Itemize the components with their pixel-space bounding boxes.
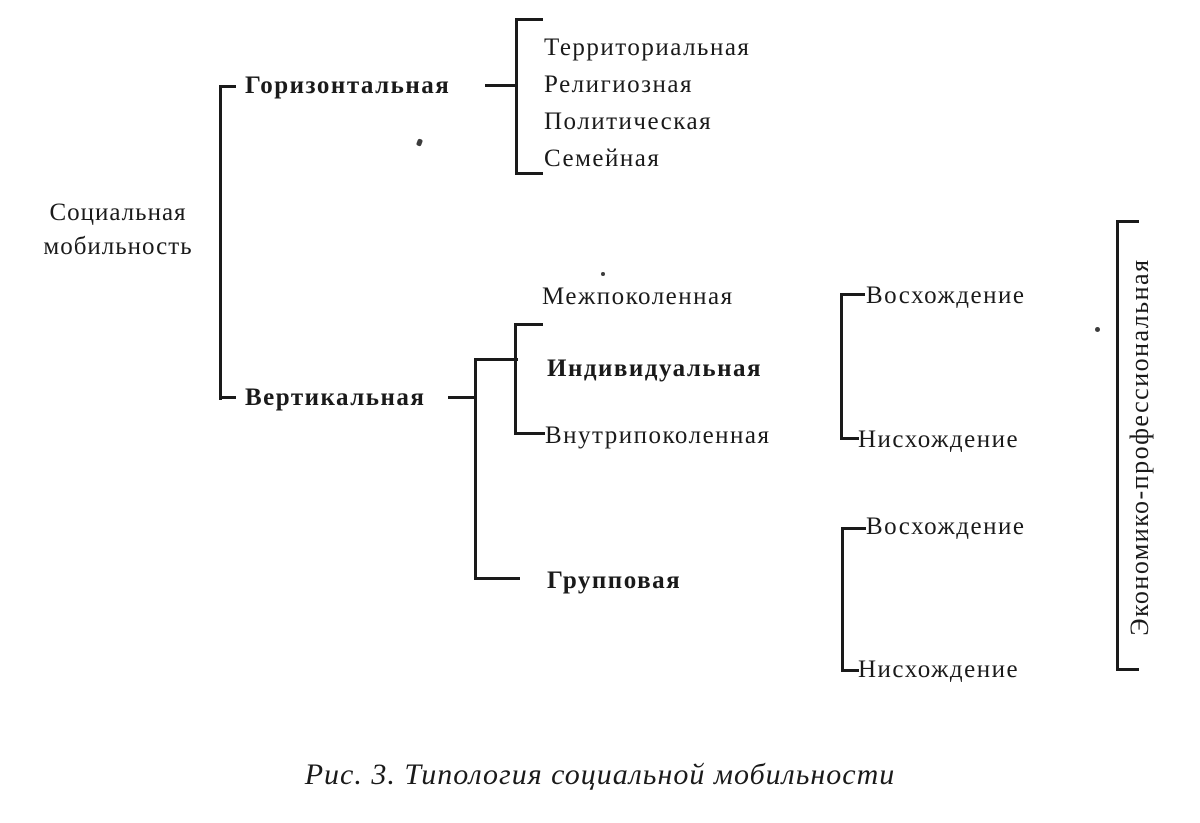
- scan-speck: [415, 138, 424, 147]
- node-individual-descent: Нисхождение: [858, 426, 1020, 453]
- node-vertical: Вертикальная: [245, 384, 426, 411]
- node-economic-professional: Экономико-профессиональная: [1125, 258, 1154, 636]
- node-social-mobility: Социальная мобильность: [22, 196, 214, 264]
- node-group: Групповая: [547, 567, 682, 594]
- individual-outcome-bracket-arm-top: [840, 293, 865, 296]
- economic-professional-bracket-vertical: [1116, 220, 1119, 671]
- vertical-outer-bracket-arm-bottom: [474, 577, 520, 580]
- vertical-outer-bracket-vertical: [474, 358, 477, 580]
- node-group-descent: Нисхождение: [858, 656, 1020, 683]
- node-territorial: Территориальная: [544, 34, 751, 61]
- vertical-outer-bracket-arm-top: [474, 358, 518, 361]
- economic-professional-bracket-arm-top: [1116, 220, 1139, 223]
- left-bracket-arm-top: [219, 85, 236, 88]
- node-horizontal: Горизонтальная: [245, 72, 451, 99]
- group-outcome-bracket-vertical: [841, 527, 844, 672]
- node-individual-ascent: Восхождение: [866, 282, 1026, 309]
- figure-caption: Рис. 3. Типология социальной мобильности: [304, 758, 896, 791]
- individual-outcome-bracket-arm-bottom: [840, 437, 859, 440]
- node-political: Политическая: [544, 108, 713, 135]
- root-label-line1: Социальная: [49, 199, 187, 226]
- root-label-line2: мобильность: [43, 233, 193, 260]
- individual-bracket-vertical: [514, 323, 517, 435]
- group-outcome-bracket-arm-top: [841, 527, 866, 530]
- node-group-ascent: Восхождение: [866, 513, 1026, 540]
- scan-speck: [1095, 327, 1100, 332]
- individual-bracket-arm-top: [514, 323, 543, 326]
- scan-speck: [601, 272, 605, 276]
- horizontal-leaves-bracket-arm-bottom: [515, 172, 543, 175]
- horizontal-leaves-bracket-arm-top: [515, 18, 543, 21]
- left-bracket-arm-bottom: [219, 396, 236, 399]
- node-religious: Религиозная: [544, 71, 694, 98]
- individual-bracket-arm-bottom: [514, 432, 545, 435]
- vertical-connector: [448, 396, 476, 399]
- horizontal-connector: [485, 84, 516, 87]
- individual-outcome-bracket-vertical: [840, 293, 843, 440]
- node-individual: Индивидуальная: [547, 355, 763, 382]
- group-outcome-bracket-arm-bottom: [841, 669, 859, 672]
- horizontal-leaves-bracket-vertical: [515, 18, 518, 175]
- left-bracket-vertical: [219, 85, 222, 400]
- node-family: Семейная: [544, 145, 661, 172]
- horizontal-leaves-list: Территориальная Религиозная Политическая…: [544, 29, 750, 177]
- node-intragenerational: Внутрипоколенная: [545, 422, 771, 449]
- node-intergenerational: Межпоколенная: [542, 283, 734, 310]
- economic-professional-bracket-arm-bottom: [1116, 668, 1139, 671]
